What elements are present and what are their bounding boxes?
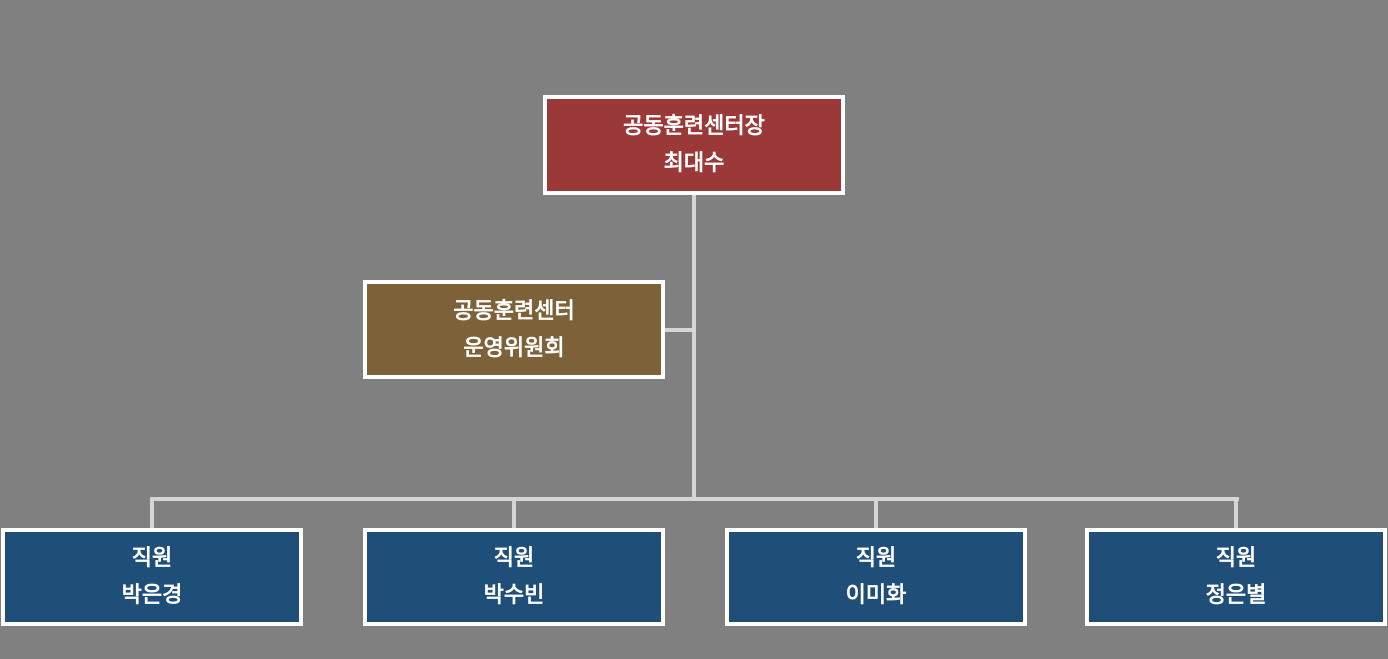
org-node-director: 공동훈련센터장 최대수 (543, 95, 845, 195)
connector-committee-stub (665, 328, 692, 332)
org-node-staff-2: 직원 박수빈 (363, 528, 665, 626)
org-node-staff-4: 직원 정은별 (1085, 528, 1387, 626)
org-node-staff-3: 직원 이미화 (725, 528, 1027, 626)
node-title: 직원 (1215, 545, 1257, 571)
node-title: 직원 (855, 545, 897, 571)
node-title: 공동훈련센터장 (623, 113, 765, 139)
connector-staff-3-stub (874, 497, 878, 528)
node-person-name: 이미화 (845, 582, 907, 607)
org-node-staff-1: 직원 박은경 (1, 528, 303, 626)
connector-staff-1-stub (150, 497, 154, 528)
connector-horizontal-bus (150, 497, 1239, 501)
node-person-name: 박수빈 (483, 582, 545, 607)
node-person-name: 최대수 (663, 150, 725, 175)
node-title: 직원 (131, 545, 173, 571)
node-title: 직원 (493, 545, 535, 571)
node-subtitle: 운영위원회 (463, 334, 565, 360)
connector-staff-4-stub (1234, 497, 1238, 528)
connector-staff-2-stub (512, 497, 516, 528)
node-title: 공동훈련센터 (453, 297, 575, 323)
node-person-name: 정은별 (1205, 582, 1267, 607)
node-person-name: 박은경 (121, 582, 183, 607)
org-node-committee: 공동훈련센터 운영위원회 (363, 280, 665, 379)
connector-trunk-vertical (692, 195, 696, 501)
